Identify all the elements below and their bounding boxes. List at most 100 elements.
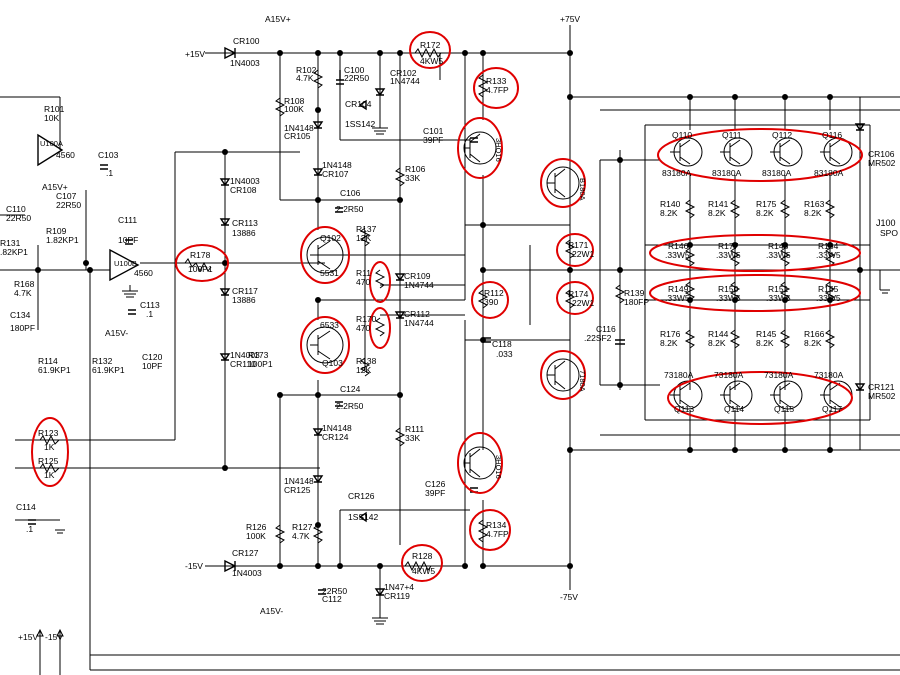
ref-label: R150 (718, 284, 739, 294)
ref-label: R171 (568, 240, 589, 250)
ref-label: R11 (356, 268, 371, 278)
ref-label: CR107 (322, 169, 349, 179)
value-label: 83180A (662, 168, 692, 178)
value-label: 1K (44, 442, 55, 452)
op-amp-symbol (109, 248, 140, 282)
resistor-symbol (404, 560, 432, 572)
value-label: 83180A (712, 168, 742, 178)
diode-symbol (854, 383, 866, 392)
resistor-symbol (729, 281, 741, 301)
value-label: 12K (356, 365, 371, 375)
resistor-symbol (684, 329, 696, 349)
value-label: 3HO16 (494, 138, 503, 162)
value-label: SPO (880, 228, 898, 238)
ref-label: R126 (246, 522, 267, 532)
rail-label: A15V- (260, 606, 283, 616)
value-label: .33W5 (716, 250, 741, 260)
value-label: 1N4744 (404, 318, 434, 328)
component-symbols (28, 46, 890, 637)
ref-label: R125 (38, 456, 59, 466)
resistor-symbol (824, 247, 836, 267)
highlight-r128 (401, 544, 443, 582)
highlight-q107 (540, 350, 586, 400)
ref-label: Q116 (822, 130, 842, 140)
op-amp-symbol (37, 133, 64, 167)
diode-symbol (374, 88, 386, 97)
value-label: 4.7FP (486, 529, 509, 539)
value-label: 33K (405, 173, 420, 183)
capacitor-symbol (336, 70, 344, 85)
value-label: 39PF (423, 135, 443, 145)
value-label: 83180A (814, 168, 844, 178)
ref-label: CR108 (230, 185, 257, 195)
resistor-symbol (779, 199, 791, 219)
value-label: 180FP (624, 297, 649, 307)
value-label: 1N4148 (284, 123, 314, 133)
ref-label: R131 (0, 238, 21, 248)
ref-label: Q113 (674, 404, 694, 414)
value-label: 1N47+4 (384, 582, 414, 592)
ref-label: C113 (140, 300, 160, 310)
value-label: 22R50 (322, 586, 347, 596)
resistor-symbol (312, 524, 324, 544)
value-label: 73180A (664, 370, 694, 380)
value-label: 4KW5 (420, 56, 443, 66)
resistor-symbol (614, 284, 626, 304)
resistor-symbol (414, 47, 442, 59)
ref-label: R145 (756, 329, 777, 339)
resistor-symbol (477, 74, 489, 98)
ref-label: C106 (340, 188, 361, 198)
highlight-q109b (457, 432, 503, 494)
value-label: .33W5 (716, 293, 741, 303)
value-label: 73180A (814, 370, 844, 380)
resistor-symbol (779, 329, 791, 349)
value-label: 390 (484, 297, 498, 307)
ref-label: R174 (568, 289, 589, 299)
value-label: .82KP1 (0, 247, 28, 257)
ref-label: R148 (768, 241, 789, 251)
value-label: 1N4003 (230, 350, 260, 360)
resistor-symbol (684, 247, 696, 267)
value-label: 5531 (320, 268, 339, 278)
diode-symbol (358, 99, 367, 111)
value-label: .33W5 (766, 250, 791, 260)
ref-label: CR109 (404, 271, 431, 281)
resistor-symbol (274, 524, 286, 544)
ref-label: R176 (660, 329, 681, 339)
ref-label: R151 (768, 284, 789, 294)
value-label: 1N4744 (404, 280, 434, 290)
value-label: 8.2K (660, 208, 678, 218)
ref-label: CR124 (322, 432, 349, 442)
value-label: 3HO16 (494, 455, 503, 479)
value-label: .33W5 (816, 250, 841, 260)
highlight-q108 (457, 117, 503, 179)
rail-label: +15V (18, 632, 38, 642)
rail-label: -15V (45, 632, 63, 642)
ref-label: R170 (356, 314, 377, 324)
ref-label: C110 (6, 204, 26, 214)
transistor-q103 (306, 326, 344, 364)
value-label: 1N4744 (390, 76, 420, 86)
highlight-r134 (469, 509, 511, 551)
value-label: 1N4003 (232, 568, 262, 578)
value-label: 100P1 (188, 264, 213, 274)
value-label: .33W5 (665, 293, 690, 303)
ref-label: Q103 (322, 358, 343, 368)
resistor-symbol (394, 427, 406, 447)
ref-label: U100A (40, 139, 63, 148)
ref-label: CR121 (868, 382, 895, 392)
resistor-symbol (824, 199, 836, 219)
resistor-symbol (39, 462, 60, 474)
resistor-symbol (359, 357, 371, 377)
ref-label: R141 (708, 199, 729, 209)
highlight-q103 (300, 316, 350, 374)
ref-label: R164 (818, 241, 839, 251)
ref-label: C134 (10, 310, 31, 320)
labels: +15V -15V +75V -75V A15V+ A15V+ A15V- A1… (0, 14, 898, 642)
ref-label: C120 (142, 352, 163, 362)
ground-symbol (55, 529, 65, 534)
value-label: 22W1 (572, 249, 594, 259)
highlight-output-top (657, 128, 863, 182)
ground-symbol (122, 285, 138, 298)
capacitor-symbol (125, 239, 133, 245)
